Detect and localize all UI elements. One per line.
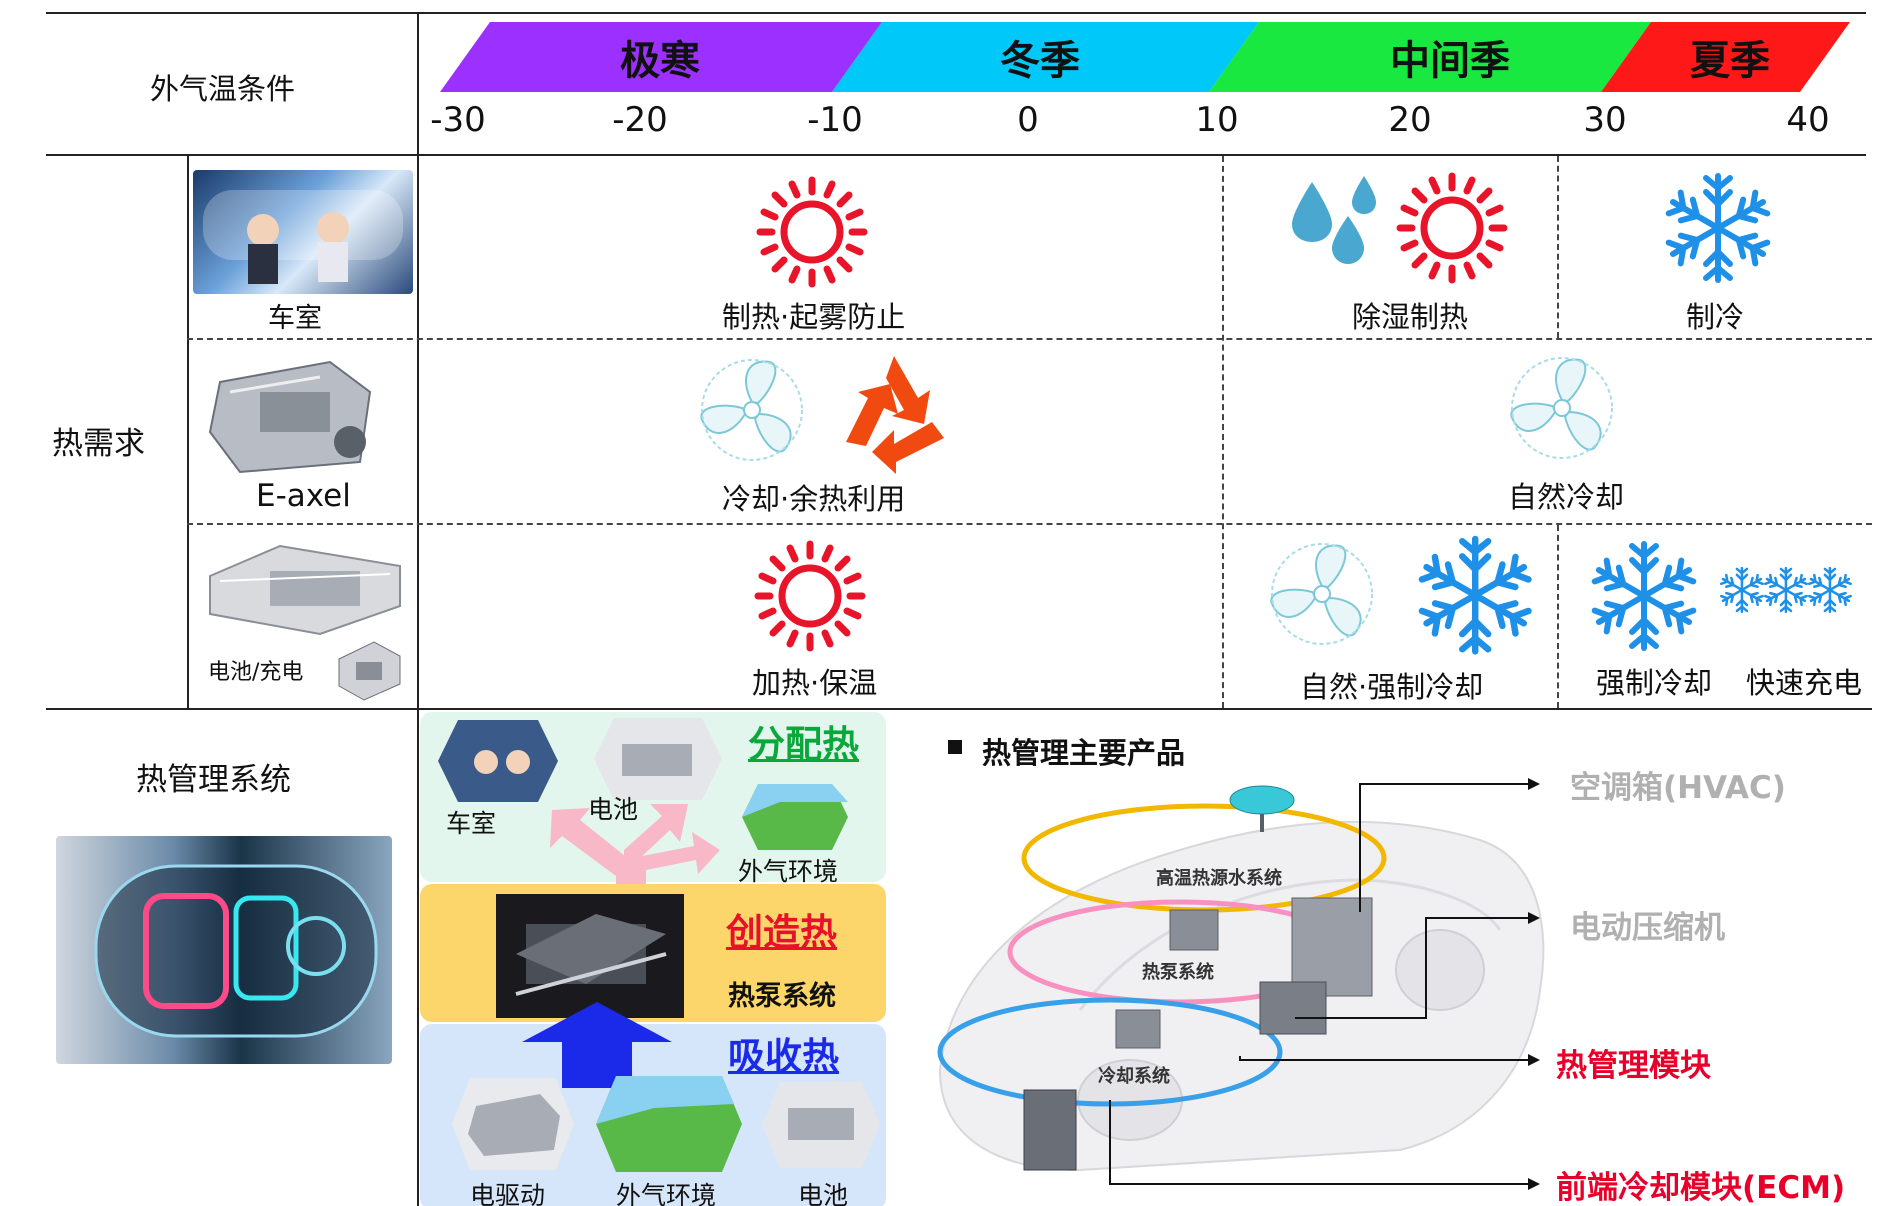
snowflake-icon [1762,566,1810,614]
products-title: 热管理主要产品 [982,736,1186,770]
e-axle-natural-cooling-label: 自然冷却 [1508,480,1625,514]
battery-cooling-label: 自然·强制冷却 [1300,670,1484,704]
season-summer: 夏季 [1690,38,1770,84]
tick-20: 20 [1388,100,1432,140]
fast-charge-label: 快速充电 [1746,666,1863,700]
water-drops-icon [1292,176,1376,264]
season-mid: 中间季 [1390,38,1510,84]
charger-photo [334,634,404,704]
snowflake-icon [1582,534,1706,658]
distribute-heat-title: 分配热 [748,723,859,766]
distribute-arrows-graphic [550,804,720,900]
bullet-square [948,740,962,754]
dist-battery-label: 电池 [588,795,639,824]
product-e-compressor: 电动压缩机 [1570,910,1725,946]
absorb-heat-title: 吸收热 [728,1035,839,1078]
cabin-photo [193,170,413,294]
season-extreme-cold-band [440,22,882,92]
outside-hex-image [596,1076,742,1172]
battery-hex-image [762,1082,880,1168]
snowflake-icon [1718,566,1766,614]
fan-icon [1507,357,1613,459]
product-hvac: 空调箱(HVAC) [1570,770,1786,806]
season-winter: 冬季 [1000,38,1080,84]
absorb-battery-label: 电池 [798,1181,849,1206]
tick-minus30: -30 [430,100,486,140]
dist-cabin-label: 车室 [446,809,497,838]
tick-minus10: -10 [807,100,863,140]
tick-40: 40 [1786,100,1830,140]
loop-label-heat-pump: 热泵系统 [1142,962,1214,983]
season-banner [440,22,1850,92]
sun-icon [1392,168,1512,288]
cabin-dehumidify-label: 除湿制热 [1352,300,1469,334]
cabin-hex-image [438,720,558,802]
car-product-diagram [937,785,1545,1172]
recycle-icon [846,356,944,474]
loop-label-high-temp: 高温热源水系统 [1156,868,1282,889]
tick-minus20: -20 [612,100,668,140]
cabin-cooling-label: 制冷 [1686,300,1745,334]
absorb-arrow-graphic [522,1002,672,1088]
cabin-label: 车室 [268,303,322,334]
absorb-outside-label: 外气环境 [616,1181,717,1206]
fan-icon [1267,543,1373,645]
cabin-heating-label: 制热·起雾防止 [722,300,906,334]
battery-hex-image [594,718,722,800]
drive-hex-image [452,1078,574,1170]
e-axle-cooling-label: 冷却·余热利用 [722,482,906,516]
battery-forced-cooling-label: 强制冷却 [1596,666,1713,700]
create-heat-title: 创造热 [726,911,837,954]
heat-demand-label: 热需求 [52,426,145,462]
e-axle-label: E-axel [256,478,351,514]
tick-10: 10 [1195,100,1239,140]
season-winter-band [832,22,1259,92]
tick-0: 0 [1017,100,1039,140]
sun-icon [750,536,870,656]
snowflake-icon [1806,566,1854,614]
season-extreme-cold: 极寒 [620,38,700,84]
e-axle-photo [200,352,384,480]
season-summer-band [1601,22,1850,92]
sun-icon [752,172,872,292]
product-ecm: 前端冷却模块(ECM) [1556,1170,1846,1206]
tick-30: 30 [1583,100,1627,140]
battery-charge-label: 电池/充电 [208,660,304,685]
season-mid-band [1209,22,1651,92]
outside-hex-image [742,784,848,850]
battery-heating-label: 加热·保温 [752,666,878,700]
heat-pump-label: 热泵系统 [728,981,836,1012]
snowflake-icon [1658,168,1778,288]
dist-outside-label: 外气环境 [738,857,839,886]
absorb-drive-label: 电驱动 [470,1181,546,1206]
temperature-row-label: 外气温条件 [150,72,296,106]
heat-pump-image [496,894,684,1018]
car-xray-image [56,836,392,1064]
thermal-system-label: 热管理系统 [136,762,291,798]
product-leader-lines [1109,778,1540,1190]
battery-photo [200,536,404,636]
snowflake-icon [1410,530,1540,660]
fan-icon [697,359,803,461]
loop-label-cooling: 冷却系统 [1098,1066,1170,1087]
product-thermal-module: 热管理模块 [1556,1048,1711,1084]
